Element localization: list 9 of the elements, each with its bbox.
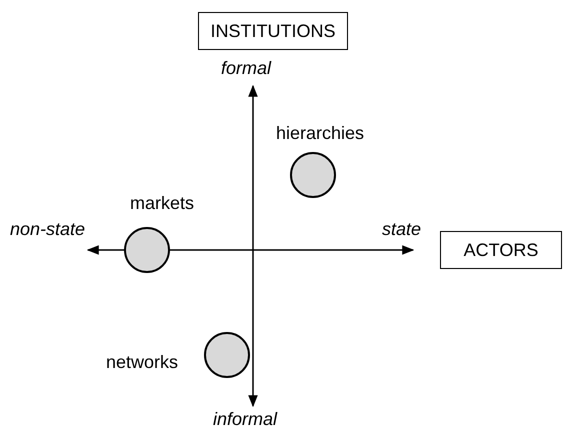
label-box: ACTORS (440, 231, 562, 269)
node-label: networks (106, 352, 178, 373)
axis-label: non-state (10, 219, 86, 240)
node-label: markets (130, 193, 194, 214)
label-box: INSTITUTIONS (198, 12, 348, 50)
axis-label: formal (221, 58, 272, 79)
axis-label: informal (213, 409, 278, 430)
axis-label: state (382, 219, 422, 240)
node-label: hierarchies (276, 123, 364, 144)
